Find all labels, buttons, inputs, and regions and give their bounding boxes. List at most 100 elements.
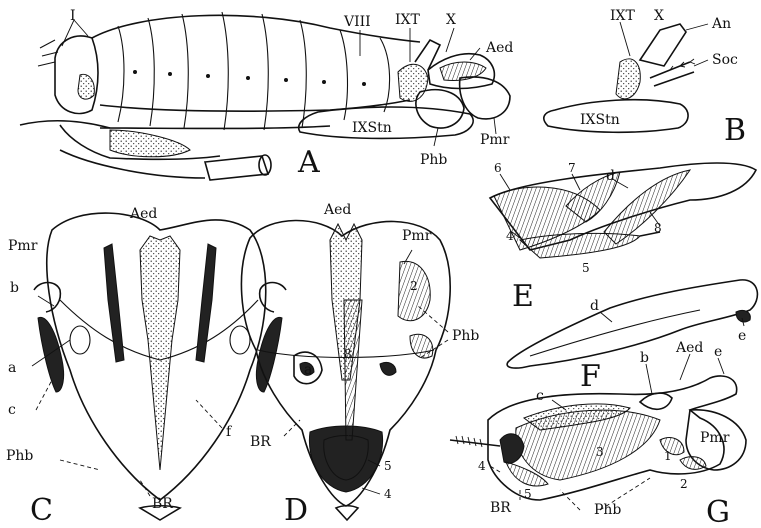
label-c-br: BR bbox=[152, 496, 173, 512]
label-e-d: d bbox=[606, 168, 615, 184]
c-right-b bbox=[260, 283, 286, 313]
c-right-c bbox=[256, 317, 282, 392]
seg-div-4 bbox=[222, 12, 228, 130]
leader-e-6 bbox=[500, 174, 510, 190]
label-e-8: 8 bbox=[654, 221, 662, 235]
seg-div-6 bbox=[300, 20, 306, 128]
label-b-ixt: IXT bbox=[610, 8, 635, 24]
leader-c-b bbox=[38, 296, 54, 306]
seg-div-7 bbox=[340, 30, 347, 120]
segment-i-sclerite bbox=[78, 74, 94, 99]
g-dark-br bbox=[500, 434, 524, 463]
b-ix-tergite-shape bbox=[616, 59, 640, 99]
spiracles bbox=[133, 70, 366, 86]
label-g-e: e bbox=[714, 344, 722, 360]
label-c-f: f bbox=[226, 424, 233, 440]
b-segment-x-shape bbox=[640, 24, 686, 66]
label-b-an: An bbox=[711, 16, 731, 32]
label-d-5: 5 bbox=[384, 459, 392, 473]
label-g-2: 2 bbox=[680, 477, 688, 491]
label-c-phb: Phb bbox=[6, 448, 33, 464]
leader-b-ixt bbox=[620, 22, 630, 56]
c-right-rod bbox=[196, 244, 216, 362]
d-tip bbox=[336, 506, 358, 520]
panel-letter-a: A bbox=[297, 145, 320, 180]
label-e-5: 5 bbox=[582, 261, 590, 275]
c-aedeagus-shape bbox=[140, 236, 180, 470]
label-g-br: BR bbox=[490, 500, 511, 516]
label-c-a: a bbox=[8, 360, 16, 376]
label-f-e: e bbox=[738, 328, 746, 344]
leader-g-aed bbox=[680, 354, 690, 380]
ix-tergite-area bbox=[398, 64, 428, 101]
label-a-phb: Phb bbox=[420, 152, 447, 168]
panel-letter-g: G bbox=[706, 495, 730, 528]
panel-letter-d: D bbox=[284, 493, 308, 528]
seg-div-5 bbox=[262, 14, 268, 130]
label-a-ixt: IXT bbox=[395, 12, 420, 28]
label-f-d: d bbox=[590, 298, 599, 314]
leader-b-an bbox=[686, 24, 708, 30]
leader-b-soc bbox=[694, 60, 708, 66]
label-g-3: 3 bbox=[596, 445, 604, 459]
sternal-line bbox=[100, 126, 330, 129]
panel-e-drawing bbox=[490, 163, 756, 258]
d-muscle-8 bbox=[344, 300, 362, 440]
label-g-aed: Aed bbox=[675, 340, 703, 356]
panel-c-drawing bbox=[32, 213, 286, 520]
label-a-x: X bbox=[446, 12, 456, 28]
e-muscle-5 bbox=[520, 233, 640, 258]
d-muscle-3 bbox=[410, 334, 433, 358]
label-e-6: 6 bbox=[494, 161, 502, 175]
leader-f-d bbox=[600, 312, 612, 322]
label-c-aed: Aed bbox=[129, 206, 157, 222]
panel-letter-f: F bbox=[580, 359, 601, 394]
label-c-b: b bbox=[10, 280, 19, 296]
f-tip-e bbox=[736, 310, 750, 322]
segment-i bbox=[55, 36, 98, 113]
panel-letter-c: C bbox=[30, 493, 53, 528]
g-muscle-2 bbox=[680, 457, 706, 470]
g-b-structure bbox=[640, 393, 672, 409]
d-dark-right bbox=[380, 362, 396, 375]
label-g-phb: Phb bbox=[594, 502, 621, 518]
tergal-outline bbox=[92, 15, 420, 42]
leader-c-f bbox=[196, 400, 222, 428]
leg-stipple bbox=[110, 130, 190, 157]
seg-div-8 bbox=[380, 38, 390, 112]
leg-line bbox=[20, 121, 110, 128]
label-d-pmr: Pmr bbox=[402, 228, 432, 244]
label-b-soc: Soc bbox=[712, 52, 738, 68]
c-right-a bbox=[230, 326, 250, 354]
label-b-ixstn: IXStn bbox=[580, 112, 620, 128]
label-g-b: b bbox=[640, 350, 649, 366]
leader-c-phb bbox=[60, 460, 100, 470]
label-a-aed: Aed bbox=[485, 40, 513, 56]
leader-c-c bbox=[36, 380, 52, 410]
leader-d-4 bbox=[362, 488, 380, 494]
label-b-x: X bbox=[654, 8, 664, 24]
label-d-a: a bbox=[304, 362, 312, 378]
label-g-c: c bbox=[536, 388, 544, 404]
label-d-br: BR bbox=[250, 434, 271, 450]
label-c-c: c bbox=[8, 402, 16, 418]
label-d-4: 4 bbox=[384, 487, 392, 501]
label-d-8: 8 bbox=[344, 347, 352, 361]
pleural-line bbox=[100, 100, 410, 111]
label-a-ixstn: IXStn bbox=[352, 120, 392, 136]
leader-g-e bbox=[718, 358, 724, 374]
label-e-7: 7 bbox=[568, 161, 576, 175]
label-d-phb: Phb bbox=[452, 328, 479, 344]
label-c-pmr: Pmr bbox=[8, 238, 38, 254]
label-e-4: 4 bbox=[506, 229, 514, 243]
label-g-1: 1 bbox=[664, 449, 672, 463]
label-a-pmr: Pmr bbox=[480, 132, 510, 148]
paramere-shape bbox=[460, 77, 510, 119]
label-d-2: 2 bbox=[410, 279, 418, 293]
panel-letter-e: E bbox=[512, 279, 534, 314]
label-g-4: 4 bbox=[478, 459, 486, 473]
label-d-aed: Aed bbox=[323, 202, 351, 218]
c-left-a bbox=[70, 326, 90, 354]
